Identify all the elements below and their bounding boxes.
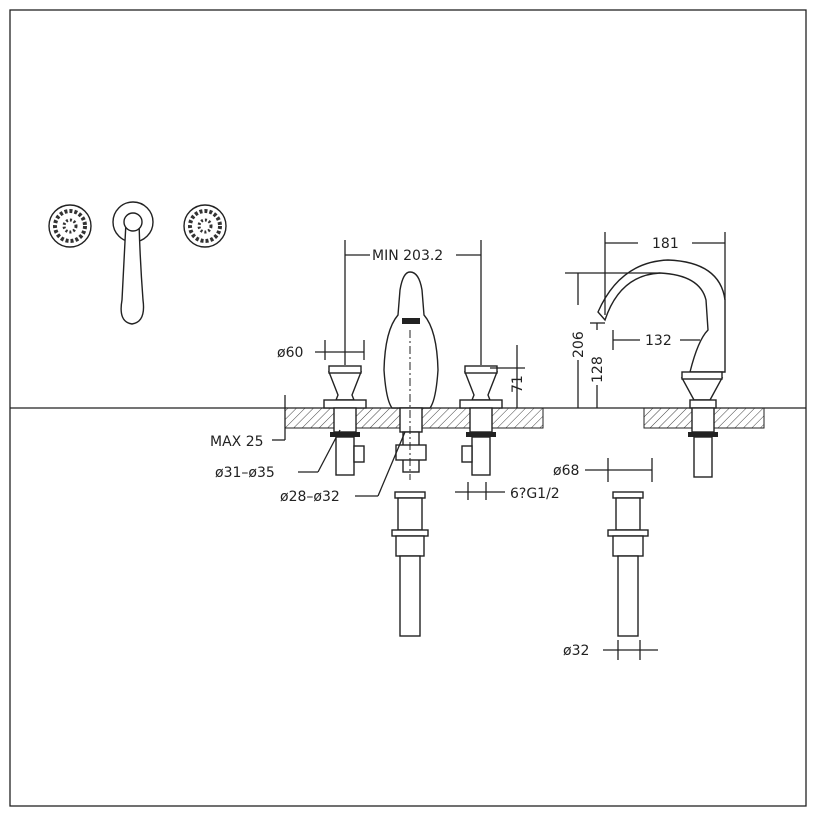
dim-hole-spout: ø28–ø32	[280, 489, 340, 505]
drain-right	[607, 491, 649, 637]
dim-handle-height: 71	[510, 375, 526, 393]
dim-max-deck: MAX 25	[210, 434, 264, 450]
cross-handle-left	[323, 365, 367, 476]
dim-hole-handle: ø31–ø35	[215, 465, 275, 481]
dim-thread: 6?G1/2	[510, 486, 560, 502]
dimension-lines	[272, 232, 726, 660]
top-view	[48, 201, 227, 325]
dim-min-spacing: MIN 203.2	[372, 248, 443, 264]
spout-lever-top-icon	[112, 201, 154, 325]
handle-rosette-right-icon	[183, 204, 227, 248]
spout-side	[597, 259, 726, 478]
dim-drain-pipe-diameter: ø32	[563, 643, 589, 659]
dim-drain-diameter: ø68	[553, 463, 579, 479]
dim-spout-width: 181	[652, 236, 679, 252]
handle-rosette-left-icon	[48, 204, 92, 248]
dim-spout-reach: 132	[645, 333, 672, 349]
dim-handle-diameter: ø60	[277, 345, 303, 361]
spout-front	[383, 271, 439, 480]
cross-handle-right	[459, 365, 503, 476]
dim-spout-outlet-height: 128	[590, 356, 606, 383]
drain-left	[391, 491, 429, 637]
dim-spout-height: 206	[571, 331, 587, 358]
